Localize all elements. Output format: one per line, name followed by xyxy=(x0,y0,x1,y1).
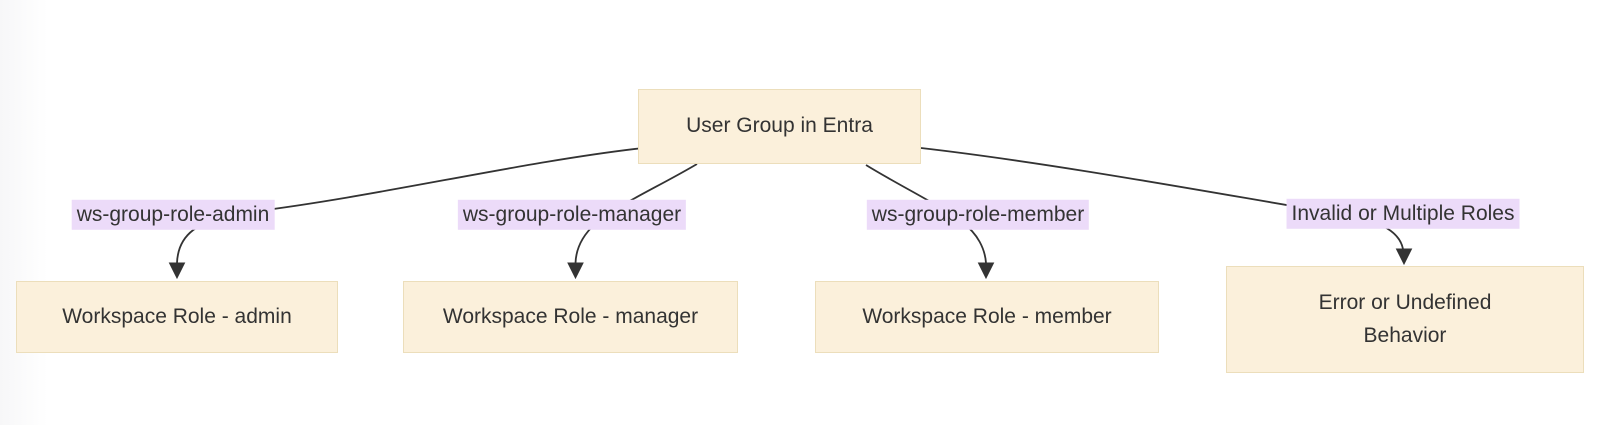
node-label: Error or Undefined Behavior xyxy=(1318,290,1492,347)
edge-label-ws-group-role-member: ws-group-role-member xyxy=(866,199,1090,231)
node-label: Workspace Role - admin xyxy=(62,304,292,328)
arrowhead-manager-icon xyxy=(567,262,584,280)
node-workspace-role-admin: Workspace Role - admin xyxy=(16,281,338,353)
node-label: Workspace Role - manager xyxy=(442,304,699,328)
edge-label-ws-group-role-admin: ws-group-role-admin xyxy=(71,199,275,231)
node-error-or-undefined-behavior: Error or Undefined Behavior xyxy=(1226,266,1584,373)
edge-label-invalid-or-multiple-roles: Invalid or Multiple Roles xyxy=(1286,198,1520,230)
arrowhead-error-icon xyxy=(1395,248,1413,266)
arrowhead-admin-icon xyxy=(168,262,186,280)
edge-line-admin xyxy=(176,147,644,264)
node-label: User Group in Entra xyxy=(686,114,873,138)
node-user-group-in-entra: User Group in Entra xyxy=(638,89,921,164)
node-workspace-role-manager: Workspace Role - manager xyxy=(403,281,738,353)
node-label: Workspace Role - member xyxy=(862,304,1112,328)
edge-label-ws-group-role-manager: ws-group-role-manager xyxy=(457,199,687,231)
node-workspace-role-member: Workspace Role - member xyxy=(815,281,1159,353)
arrowhead-member-icon xyxy=(977,262,995,280)
